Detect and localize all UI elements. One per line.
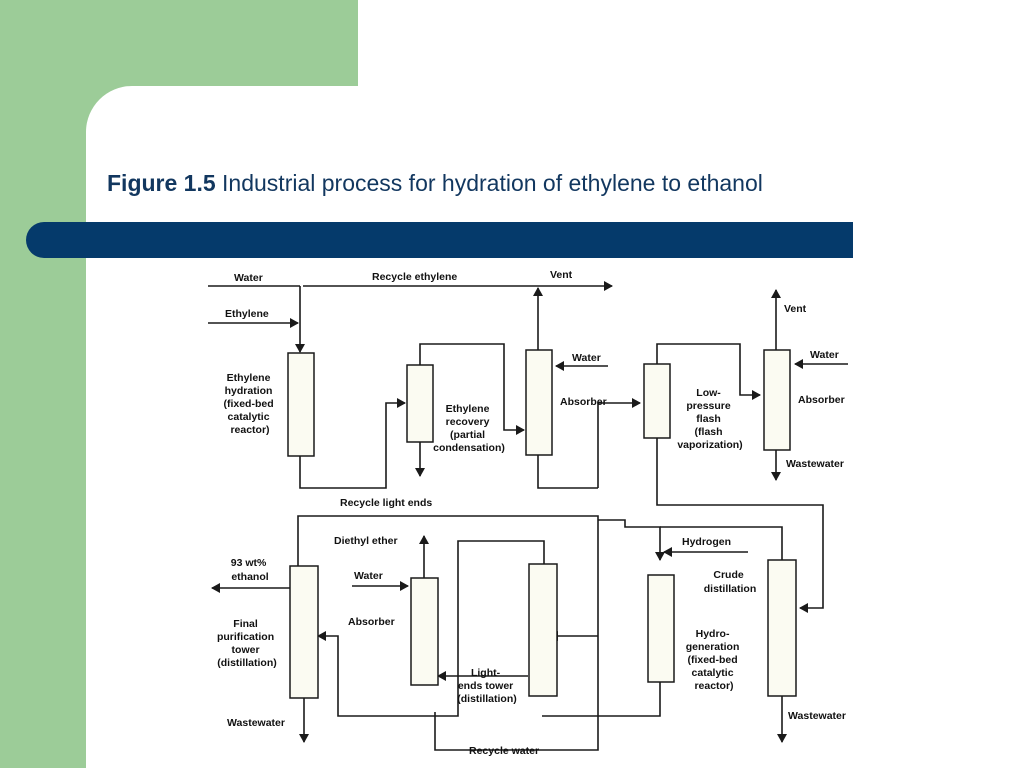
flash-liquid-line bbox=[656, 438, 824, 609]
absorber-2-vessel bbox=[763, 349, 791, 451]
recycle-light-ends-line bbox=[297, 515, 599, 751]
flow-lines bbox=[208, 285, 848, 751]
arrow-wastewater-3 bbox=[777, 734, 787, 743]
arrow-crude-in bbox=[799, 603, 808, 613]
process-vessels bbox=[287, 349, 797, 699]
label-flash: Low- pressure flash (flash vaporization) bbox=[677, 387, 742, 451]
label-light-ends-tower: Light- ends tower (distillation) bbox=[457, 667, 517, 705]
arrow-ethanol-out bbox=[211, 583, 220, 593]
arrow-flash-in bbox=[632, 398, 641, 408]
label-vent-2: Vent bbox=[784, 303, 807, 315]
hydrogenation-reactor-vessel bbox=[647, 574, 675, 683]
label-hydrogen: Hydrogen bbox=[682, 536, 731, 548]
label-diethyl-ether: Diethyl ether bbox=[334, 535, 398, 547]
light-ends-overhead-line bbox=[318, 540, 545, 717]
arrow-vent-2 bbox=[771, 289, 781, 298]
label-wastewater-1: Wastewater bbox=[786, 458, 844, 470]
arrow-abs2-in bbox=[752, 390, 761, 400]
label-ethanol-product: 93 wt% ethanol bbox=[231, 557, 270, 583]
label-absorber-2: Absorber bbox=[798, 394, 845, 406]
absorber1-bottoms-line bbox=[537, 455, 598, 489]
crude-overhead-line bbox=[660, 526, 783, 560]
slide-title: Figure 1.5 Industrial process for hydrat… bbox=[107, 170, 763, 197]
flash-vapor-line bbox=[656, 343, 760, 396]
ethylene-recovery-vessel bbox=[406, 364, 434, 443]
label-vent-1: Vent bbox=[550, 269, 573, 281]
arrow-abs3-in bbox=[437, 671, 446, 681]
hydrogenation-outlet-line bbox=[542, 682, 661, 717]
absorber-1-vessel bbox=[525, 349, 553, 456]
arrow-water-abs2 bbox=[794, 359, 803, 369]
arrow-water-abs1 bbox=[555, 361, 564, 371]
arrow-wastewater-2 bbox=[299, 734, 309, 743]
reactor-outlet-line bbox=[299, 402, 405, 489]
label-absorber-1: Absorber bbox=[560, 396, 607, 408]
title-underline-band bbox=[26, 222, 853, 258]
light-ends-tower-vessel bbox=[528, 563, 558, 697]
arrow-ethylene-in bbox=[290, 318, 299, 328]
arrow-reactor-in bbox=[295, 344, 305, 353]
label-ethylene-feed: Ethylene bbox=[225, 308, 269, 320]
label-reactor: Ethylene hydration (fixed-bed catalytic … bbox=[223, 372, 276, 436]
absorber-3-vessel bbox=[410, 577, 439, 686]
arrow-recovery-in bbox=[397, 398, 406, 408]
arrow-recycle-ethylene bbox=[604, 281, 613, 291]
arrow-water-abs3 bbox=[400, 581, 409, 591]
arrow-abs1-in bbox=[516, 425, 525, 435]
recovery-overhead-line bbox=[419, 343, 524, 431]
label-water-abs1: Water bbox=[572, 352, 601, 364]
arrow-final-in bbox=[317, 631, 326, 641]
hydration-reactor-vessel bbox=[287, 352, 315, 457]
label-water-abs2: Water bbox=[810, 349, 839, 361]
figure-caption: Industrial process for hydration of ethy… bbox=[222, 170, 763, 196]
arrow-wastewater-1 bbox=[771, 472, 781, 481]
arrow-hydrogen bbox=[663, 547, 672, 557]
final-purification-tower-vessel bbox=[289, 565, 319, 699]
stream-labels: Water Recycle ethylene Vent Ethylene Eth… bbox=[217, 269, 846, 757]
arrow-diethyl-ether bbox=[419, 535, 429, 544]
arrow-vent-1 bbox=[533, 287, 543, 296]
label-water-top: Water bbox=[234, 272, 263, 284]
label-hydrogenation: Hydro- generation (fixed-bed catalytic r… bbox=[686, 628, 743, 692]
label-recycle-light-ends: Recycle light ends bbox=[340, 497, 432, 509]
label-recycle-ethylene: Recycle ethylene bbox=[372, 271, 457, 283]
label-wastewater-2: Wastewater bbox=[227, 717, 285, 729]
arrow-recovery-bottoms bbox=[415, 468, 425, 477]
absorber1-to-flash-line bbox=[597, 402, 640, 488]
crude-distillation-vessel bbox=[767, 559, 797, 697]
label-recovery: Ethylene recovery (partial condensation) bbox=[433, 403, 505, 454]
figure-number: Figure 1.5 bbox=[107, 170, 216, 196]
light-ends-crossover bbox=[598, 519, 661, 560]
flash-vessel bbox=[643, 363, 671, 439]
label-water-abs3: Water bbox=[354, 570, 383, 582]
label-absorber-3: Absorber bbox=[348, 616, 395, 628]
label-crude-distillation: Crude distillation bbox=[704, 569, 757, 595]
label-final-tower: Final purification tower (distillation) bbox=[217, 618, 277, 669]
label-wastewater-3: Wastewater bbox=[788, 710, 846, 722]
arrow-hydrogenation-in bbox=[655, 552, 665, 561]
label-recycle-water: Recycle water bbox=[469, 745, 539, 757]
